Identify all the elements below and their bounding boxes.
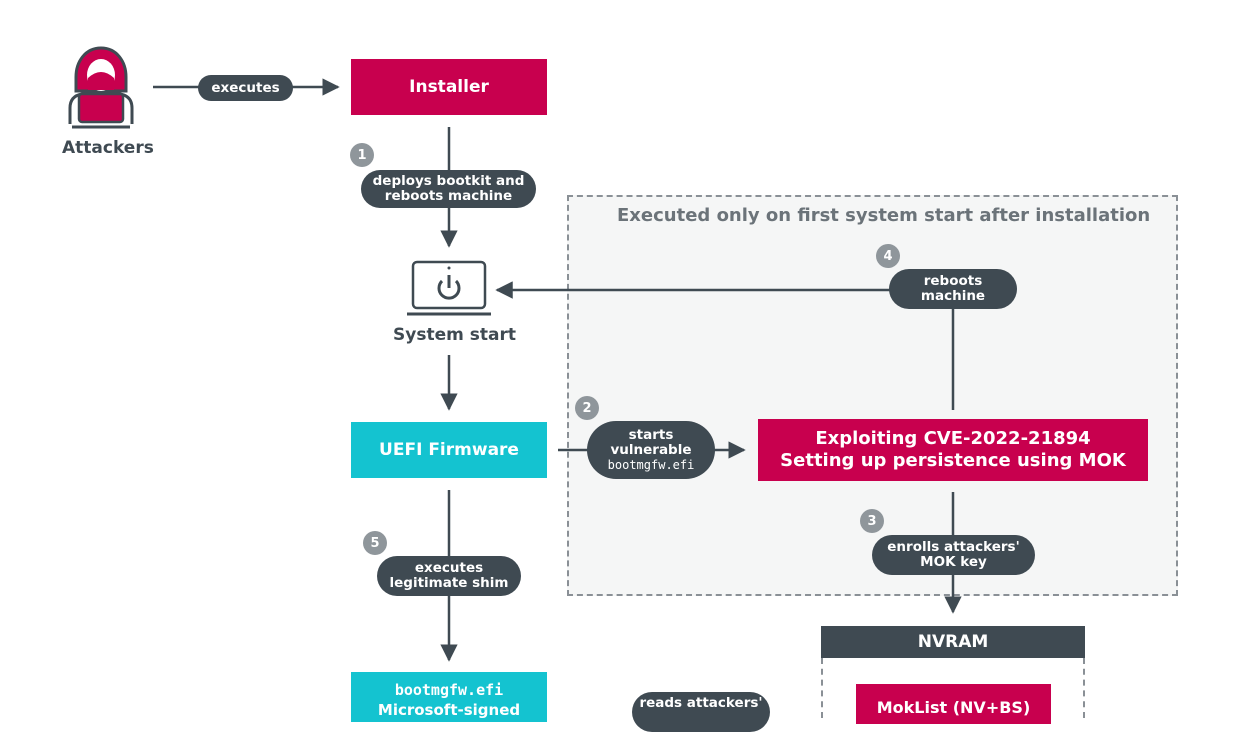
- reboots-line1: reboots: [923, 273, 983, 289]
- step-badge-4: 4: [876, 244, 900, 268]
- uefi-firmware-box: UEFI Firmware: [351, 422, 547, 478]
- exploit-line2: Setting up persistence using MOK: [780, 450, 1126, 471]
- uefi-firmware-label: UEFI Firmware: [379, 440, 519, 460]
- step-badge-3: 3: [860, 509, 884, 533]
- reboots-line2: machine: [920, 288, 986, 304]
- starts-line3: bootmgfw.efi: [607, 457, 695, 472]
- bootmgfw-box: bootmgfw.efi Microsoft-signed: [351, 672, 547, 722]
- edge-label-reads: reads attackers': [632, 692, 770, 732]
- region-title: Executed only on first system start afte…: [617, 205, 1151, 226]
- bootmgfw-line1: bootmgfw.efi: [394, 681, 504, 699]
- exploit-line1: Exploiting CVE-2022-21894: [815, 428, 1091, 449]
- bootmgfw-line2: Microsoft-signed: [377, 701, 521, 719]
- deploys-line2: reboots machine: [384, 188, 513, 204]
- step-badge-2: 2: [575, 396, 599, 420]
- moklist-box: MokList (NV+BS): [856, 684, 1051, 724]
- enrolls-line2: MOK key: [920, 554, 987, 570]
- starts-line1: starts: [628, 426, 674, 443]
- nvram-label: NVRAM: [917, 632, 989, 652]
- edge-label-exec-shim: executes legitimate shim: [377, 556, 521, 596]
- exploit-box: Exploiting CVE-2022-21894 Setting up per…: [758, 419, 1148, 481]
- laptop-power-icon: [407, 260, 491, 316]
- edge-label-executes-text: executes: [211, 79, 280, 96]
- step-badge-1: 1: [350, 143, 374, 167]
- nvram-header: NVRAM: [821, 626, 1085, 658]
- starts-line2: vulnerable: [610, 441, 692, 458]
- edge-label-starts: starts vulnerable bootmgfw.efi: [587, 421, 715, 479]
- moklist-label: MokList (NV+BS): [876, 698, 1031, 717]
- attacker-hood-icon: [68, 46, 134, 129]
- nvram-container: [821, 658, 1085, 718]
- exec-shim-line2: legitimate shim: [389, 575, 509, 591]
- exec-shim-line1: executes: [414, 560, 484, 576]
- enrolls-line1: enrolls attackers': [887, 539, 1020, 555]
- edge-label-reboots: reboots machine: [889, 269, 1017, 309]
- installer-label: Installer: [409, 77, 489, 97]
- installer-box: Installer: [351, 59, 547, 115]
- diagram-canvas: Executed only on first system start afte…: [62, 46, 1178, 732]
- edge-label-executes: executes: [198, 75, 293, 101]
- system-start-label: System start: [393, 325, 516, 345]
- reads-line1: reads attackers': [639, 695, 763, 711]
- edge-label-enrolls: enrolls attackers' MOK key: [872, 535, 1035, 575]
- edge-label-deploys: deploys bootkit and reboots machine: [361, 170, 536, 208]
- connectors: [153, 78, 962, 662]
- attackers-label: Attackers: [62, 138, 154, 158]
- deploys-line1: deploys bootkit and: [372, 173, 525, 189]
- step-badge-5: 5: [363, 531, 387, 555]
